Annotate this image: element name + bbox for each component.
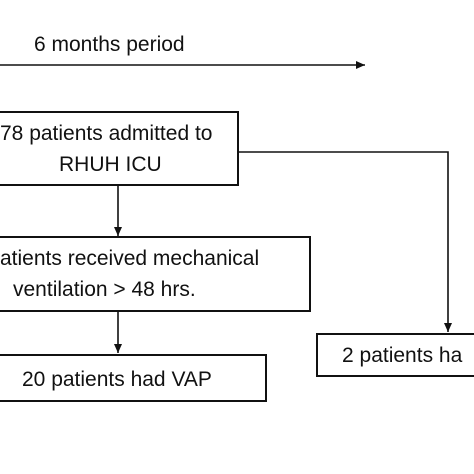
node-vap: 20 patients had VAP	[0, 354, 267, 402]
node-admitted-box	[0, 111, 239, 186]
node-ventilated-line1: atients received mechanical	[0, 247, 259, 270]
node-admitted-line1: 78 patients admitted to	[0, 122, 212, 145]
node-ventilated-box	[0, 236, 311, 312]
node-other-box	[316, 333, 474, 377]
node-other-line1: 2 patients ha	[342, 344, 463, 367]
node-vap-line1: 20 patients had VAP	[22, 368, 212, 391]
timeline-label: 6 months period	[34, 33, 185, 56]
node-ventilated-line2: ventilation > 48 hrs.	[13, 278, 196, 301]
node-admitted: 78 patients admitted to RHUH ICU	[0, 111, 239, 186]
node-other: 2 patients ha	[316, 333, 474, 377]
node-ventilated: atients received mechanical ventilation …	[0, 236, 311, 312]
node-vap-box	[0, 354, 267, 402]
edge-admitted-to-other	[238, 151, 452, 332]
node-admitted-line2: RHUH ICU	[59, 153, 162, 176]
